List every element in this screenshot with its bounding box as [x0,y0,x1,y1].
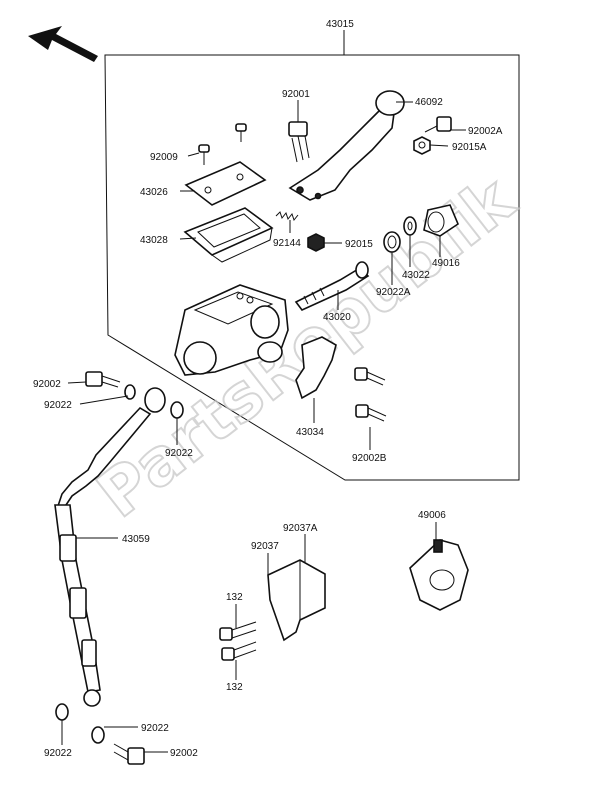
banjo-bolt-bottom-part [113,743,145,765]
cover-screw-part [198,123,247,165]
pivot-nut-part [307,233,325,252]
label-92022-bot-right: 92022 [141,723,169,734]
label-43034: 43034 [296,427,324,438]
label-46092: 46092 [415,97,443,108]
clutch-switch-part [409,539,469,611]
label-49016: 49016 [432,258,460,269]
clamp-bolt-part [354,367,387,422]
lever-bolt-part [424,116,452,133]
reservoir-cover-part [184,161,267,206]
label-43020: 43020 [323,312,351,323]
lever-nut-part [413,136,431,155]
label-43022: 43022 [402,270,430,281]
label-132-b: 132 [226,682,243,693]
label-43026: 43026 [140,187,168,198]
piston-kit-part [294,261,370,311]
label-92022-bot-left: 92022 [44,748,72,759]
bracket-part [267,559,326,642]
pivot-bolt-part [288,121,310,163]
part-number-labels: 43015 92001 46092 92002A 92015A 92009 43… [33,19,503,759]
leader-lines [61,30,466,753]
bracket-bolt-part [219,621,257,661]
brake-hose-part [54,387,166,707]
master-cylinder-body-part [174,284,289,376]
circlip-part [383,231,401,253]
label-43059: 43059 [122,534,150,545]
label-92022-top: 92022 [44,400,72,411]
label-92002-bot: 92002 [170,748,198,759]
label-92037A: 92037A [283,523,318,534]
label-92144: 92144 [273,238,301,249]
clamp-part [295,336,337,400]
label-132-a: 132 [226,592,243,603]
label-92015A: 92015A [452,142,487,153]
diaphragm-part [183,207,274,263]
banjo-washer-part [170,401,184,419]
label-92002B: 92002B [352,453,387,464]
clutch-lever-part [288,90,405,201]
label-92001: 92001 [282,89,310,100]
label-92002-top: 92002 [33,379,61,390]
washer-part [403,216,417,236]
label-49006: 49006 [418,510,446,521]
assembly-outline [104,54,520,481]
dust-boot-part [423,204,459,237]
banjo-washer-bottom-part [55,703,105,744]
spring-part [275,211,299,222]
label-92022-mid: 92022 [165,448,193,459]
label-92037: 92037 [251,541,279,552]
label-92022A: 92022A [376,287,411,298]
label-43028: 43028 [140,235,168,246]
banjo-bolt-top-part [85,371,136,400]
front-direction-arrow-icon [28,26,98,62]
label-43015: 43015 [326,19,354,30]
label-92015: 92015 [345,239,373,250]
label-92009: 92009 [150,152,178,163]
label-92002A: 92002A [468,126,503,137]
